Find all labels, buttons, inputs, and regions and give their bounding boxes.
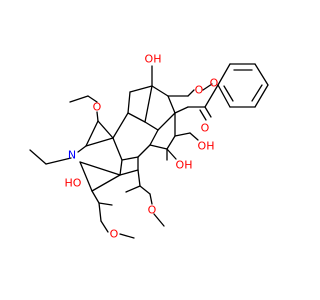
bond-layer xyxy=(29,63,269,239)
methoxymethyl-oxygen-label: O xyxy=(110,228,119,241)
atom-label-layer: OH O O O O N HO OH OH O O xyxy=(65,53,219,241)
hydroxyl-right-label: OH xyxy=(198,140,215,153)
nitrogen-label: N xyxy=(68,149,76,162)
methoxy-top-right-label: O xyxy=(195,84,204,97)
carbonyl-oxygen-label: O xyxy=(201,122,210,135)
hydroxyl-top-label: OH xyxy=(145,53,162,66)
molecule-structure-diagram: OH O O O O N HO OH OH O O xyxy=(29,53,269,241)
methoxy-left-label: O xyxy=(93,101,102,114)
hydroxyl-center-label: OH xyxy=(176,159,193,172)
hydroxyl-left-label: HO xyxy=(65,177,82,190)
ester-oxygen-label: O xyxy=(210,77,219,90)
methoxy-bottom-label: O xyxy=(148,204,157,217)
